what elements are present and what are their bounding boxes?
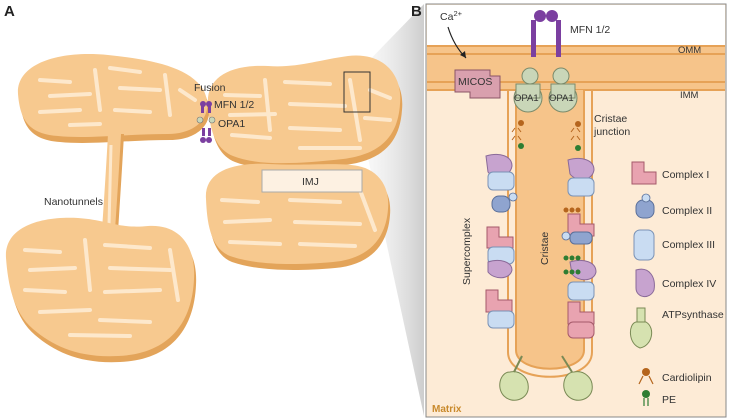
imm-label: IMM [680,90,699,101]
zoom-box [343,71,371,113]
omm-label: OMM [678,45,701,56]
opa1-pair-icon [513,67,578,113]
opa1-right-label: OPA1 [549,93,574,104]
panel-a-letter: A [4,3,15,20]
legend-complex4-label: Complex IV [662,278,716,290]
legend-pe-icon [642,390,650,406]
legend-cardiolipin-label: Cardiolipin [662,372,712,384]
matrix-label: Matrix [432,404,462,415]
mitochondrion-bottom-left [5,217,197,363]
mfn-label-a: MFN 1/2 [214,99,254,111]
cristae-label: Cristae [539,232,551,265]
left-complexes [485,153,518,329]
micos-label: MICOS [458,76,492,88]
mfn-label-b: MFN 1/2 [570,24,610,36]
cristae-junction-label-1: Cristae [594,113,627,125]
legend-complex4-icon [635,268,655,297]
imj-box [261,169,363,193]
supercomplex-label: Supercomplex [461,217,473,285]
right-complexes [561,157,597,339]
cristae-junction-label-2: junction [593,126,630,138]
nanotunnels-label: Nanotunnels [44,196,103,208]
crista [516,90,584,369]
mitochondrion-top-right [207,55,403,170]
mfn-dimer-icon [531,10,561,57]
mitochondrion-top-left [17,54,210,143]
legend: Complex I Complex II Complex III Complex… [630,161,724,406]
opa1-icon-small [196,116,216,143]
legend-atp-label: ATPsynthase [662,309,724,321]
cytosol [427,5,725,45]
ca-label: Ca2+ [440,9,463,23]
legend-complex3-icon [633,229,655,261]
legend-complex2-label: Complex II [662,205,712,217]
mfn-icon-small [200,101,212,113]
legend-complex1-label: Complex I [662,169,709,181]
legend-complex3-label: Complex III [662,239,715,251]
nanotunnel [102,134,124,232]
legend-pe-label: PE [662,394,676,406]
opa1-left-label: OPA1 [514,93,539,104]
legend-complex2-icon [635,193,655,219]
junction-lipids [511,120,581,151]
panel-b-letter: B [411,3,422,20]
atp-synthase-dimer [499,355,593,401]
legend-complex1-icon [631,161,657,185]
legend-cardiolipin-icon [638,368,654,385]
imj-label: IMJ [302,176,319,188]
opa1-label-a: OPA1 [218,118,245,130]
legend-atp-icon [630,307,653,349]
fusion-label: Fusion [194,82,226,94]
wall-lipids [563,207,581,275]
micos-icon [454,69,501,99]
